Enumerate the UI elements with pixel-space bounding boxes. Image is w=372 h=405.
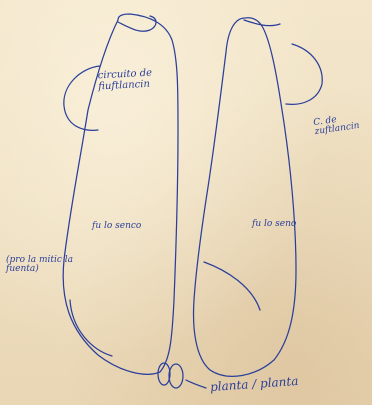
right-toe-curl bbox=[244, 20, 280, 26]
annotation-right-middle: fu lo seno bbox=[252, 220, 296, 229]
left-upper-loop bbox=[64, 66, 100, 130]
right-upper-loop bbox=[286, 44, 322, 104]
right-lower-loop bbox=[204, 262, 260, 310]
right-foot-outline bbox=[194, 18, 296, 377]
annotation-left-upper: circuito de fiuftlancin bbox=[97, 69, 152, 93]
right-heel-oval bbox=[169, 364, 183, 388]
bottom-pointer-line bbox=[186, 380, 206, 388]
annotation-left-middle: fu lo senco bbox=[92, 222, 141, 231]
annotation-left-side: (pro la mitic la fuenta) bbox=[6, 256, 73, 275]
left-foot-outline bbox=[63, 14, 178, 374]
